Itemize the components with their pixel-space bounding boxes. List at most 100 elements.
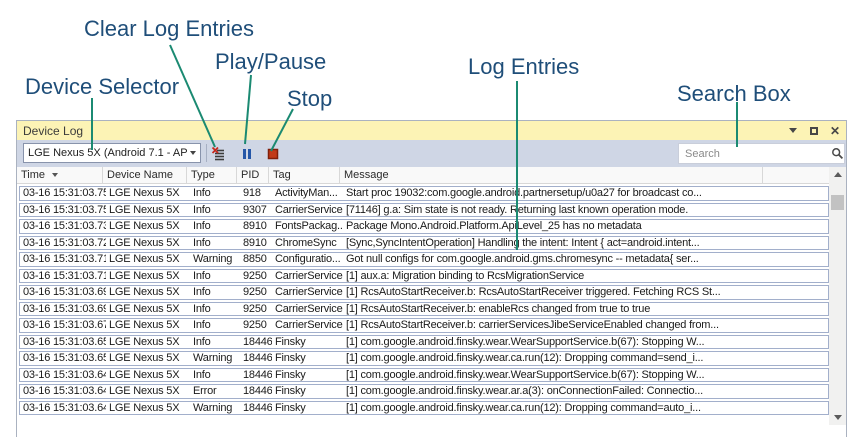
cell-device: LGE Nexus 5X bbox=[109, 253, 180, 266]
annotation-play-pause: Play/Pause bbox=[215, 49, 327, 74]
cell-device: LGE Nexus 5X bbox=[109, 319, 180, 332]
vertical-scrollbar[interactable] bbox=[829, 167, 846, 425]
column-header-tag[interactable]: Tag bbox=[269, 167, 340, 183]
table-row[interactable]: 03-16 15:31:03.655 LGE Nexus 5X Warning … bbox=[19, 351, 829, 366]
scroll-down-button[interactable] bbox=[829, 410, 846, 425]
cell-pid: 9307 bbox=[243, 203, 267, 216]
cell-type: Warning bbox=[193, 352, 233, 365]
cell-tag: Finsky bbox=[275, 352, 306, 365]
cell-pid: 18446 bbox=[243, 385, 272, 398]
cell-time: 03-16 15:31:03.711 bbox=[23, 269, 106, 282]
cell-message: [1] aux.a: Migration binding to RcsMigra… bbox=[346, 269, 585, 282]
cell-time: 03-16 15:31:03.642 bbox=[23, 368, 106, 381]
cell-pid: 18446 bbox=[243, 401, 272, 414]
column-header-message[interactable]: Message bbox=[340, 167, 763, 183]
close-icon: ✕ bbox=[829, 123, 841, 138]
cell-time: 03-16 15:31:03.641 bbox=[23, 401, 106, 414]
scrollbar-thumb[interactable] bbox=[831, 195, 844, 210]
table-row[interactable]: 03-16 15:31:03.641 LGE Nexus 5X Error 18… bbox=[19, 384, 829, 399]
cell-tag: CarrierServices bbox=[275, 302, 343, 315]
table-row[interactable]: 03-16 15:31:03.693 LGE Nexus 5X Info 925… bbox=[19, 301, 829, 316]
annotation-stop: Stop bbox=[287, 86, 333, 111]
cell-time: 03-16 15:31:03.655 bbox=[23, 335, 106, 348]
cell-device: LGE Nexus 5X bbox=[109, 352, 180, 365]
clear-log-entries-button[interactable] bbox=[209, 144, 229, 163]
cell-tag: Finsky bbox=[275, 335, 306, 348]
cell-pid: 918 bbox=[243, 187, 261, 200]
maximize-icon bbox=[810, 126, 818, 135]
search-input[interactable] bbox=[679, 147, 831, 160]
cell-type: Info bbox=[193, 368, 211, 381]
cell-time: 03-16 15:31:03.674 bbox=[23, 319, 106, 332]
search-icon[interactable] bbox=[831, 147, 844, 160]
table-row[interactable]: 03-16 15:31:03.694 LGE Nexus 5X Info 925… bbox=[19, 285, 829, 300]
table-row[interactable]: 03-16 15:31:03.757 LGE Nexus 5X Info 918… bbox=[19, 186, 829, 201]
table-row[interactable]: 03-16 15:31:03.711 LGE Nexus 5X Info 925… bbox=[19, 268, 829, 283]
table-row[interactable]: 03-16 15:31:03.674 LGE Nexus 5X Info 925… bbox=[19, 318, 829, 333]
cell-device: LGE Nexus 5X bbox=[109, 236, 180, 249]
play-pause-button[interactable] bbox=[237, 144, 257, 163]
cell-message: [1] com.google.android.finsky.wear.WearS… bbox=[346, 368, 705, 381]
cell-message: [1] com.google.android.finsky.wear.ca.ru… bbox=[346, 401, 701, 414]
maximize-button[interactable] bbox=[808, 125, 820, 137]
device-selector-dropdown[interactable]: LGE Nexus 5X (Android 7.1 - API 25) bbox=[23, 143, 201, 163]
search-box bbox=[678, 143, 845, 164]
column-header-time[interactable]: Time bbox=[17, 167, 103, 183]
cell-tag: CarrierServices bbox=[275, 203, 343, 216]
cell-device: LGE Nexus 5X bbox=[109, 335, 180, 348]
cell-tag: Finsky bbox=[275, 385, 306, 398]
cell-time: 03-16 15:31:03.757 bbox=[23, 187, 106, 200]
cell-device: LGE Nexus 5X bbox=[109, 385, 180, 398]
close-button[interactable]: ✕ bbox=[829, 125, 841, 137]
cell-time: 03-16 15:31:03.693 bbox=[23, 302, 106, 315]
cell-message: [1] com.google.android.finsky.wear.ca.ru… bbox=[346, 352, 704, 365]
window-menu-button[interactable] bbox=[787, 125, 799, 137]
cell-message: [1] RcsAutoStartReceiver.b: enableRcs ch… bbox=[346, 302, 651, 315]
table-row[interactable]: 03-16 15:31:03.727 LGE Nexus 5X Info 891… bbox=[19, 235, 829, 250]
cell-device: LGE Nexus 5X bbox=[109, 401, 180, 414]
cell-time: 03-16 15:31:03.694 bbox=[23, 286, 106, 299]
stop-button[interactable] bbox=[263, 144, 283, 163]
cell-message: [1] RcsAutoStartReceiver.b: RcsAutoStart… bbox=[346, 286, 721, 299]
cell-type: Info bbox=[193, 302, 211, 315]
table-row[interactable]: 03-16 15:31:03.734 LGE Nexus 5X Info 891… bbox=[19, 219, 829, 234]
chevron-down-icon bbox=[190, 151, 196, 155]
column-header-type[interactable]: Type bbox=[187, 167, 237, 183]
table-row[interactable]: 03-16 15:31:03.642 LGE Nexus 5X Info 184… bbox=[19, 367, 829, 382]
cell-time: 03-16 15:31:03.719 bbox=[23, 253, 106, 266]
cell-pid: 18446 bbox=[243, 368, 272, 381]
column-header-device-name[interactable]: Device Name bbox=[103, 167, 187, 183]
cell-type: Info bbox=[193, 335, 211, 348]
table-row[interactable]: 03-16 15:31:03.641 LGE Nexus 5X Warning … bbox=[19, 400, 829, 415]
window-title: Device Log bbox=[23, 123, 84, 138]
device-log-window: Device Log ✕ LGE Nexus 5X (Android 7.1 -… bbox=[16, 120, 847, 438]
arrow-down-icon bbox=[833, 415, 842, 420]
table-row[interactable]: 03-16 15:31:03.719 LGE Nexus 5X Warning … bbox=[19, 252, 829, 267]
cell-device: LGE Nexus 5X bbox=[109, 302, 180, 315]
window-titlebar[interactable]: Device Log ✕ bbox=[17, 121, 846, 140]
cell-message: [1] com.google.android.finsky.wear.WearS… bbox=[346, 335, 705, 348]
cell-type: Warning bbox=[193, 253, 233, 266]
cell-pid: 8850 bbox=[243, 253, 267, 266]
cell-pid: 8910 bbox=[243, 236, 267, 249]
annotation-search-box: Search Box bbox=[677, 81, 791, 106]
scroll-up-button[interactable] bbox=[829, 167, 846, 182]
cell-device: LGE Nexus 5X bbox=[109, 269, 180, 282]
cell-type: Error bbox=[193, 385, 217, 398]
cell-message: [1] com.google.android.finsky.wear.ar.a(… bbox=[346, 385, 703, 398]
table-row[interactable]: 03-16 15:31:03.753 LGE Nexus 5X Info 930… bbox=[19, 202, 829, 217]
column-header-pid[interactable]: PID bbox=[237, 167, 269, 183]
chevron-down-icon bbox=[789, 128, 797, 133]
stop-icon bbox=[267, 148, 279, 159]
cell-time: 03-16 15:31:03.734 bbox=[23, 220, 106, 233]
cell-pid: 9250 bbox=[243, 302, 267, 315]
cell-type: Info bbox=[193, 236, 211, 249]
cell-device: LGE Nexus 5X bbox=[109, 203, 180, 216]
cell-device: LGE Nexus 5X bbox=[109, 187, 180, 200]
table-row[interactable]: 03-16 15:31:03.655 LGE Nexus 5X Info 184… bbox=[19, 334, 829, 349]
cell-tag: CarrierServices bbox=[275, 269, 343, 282]
cell-time: 03-16 15:31:03.727 bbox=[23, 236, 106, 249]
cell-tag: FontsPackag... bbox=[275, 220, 343, 233]
annotation-clear-log-entries: Clear Log Entries bbox=[84, 16, 254, 41]
cell-device: LGE Nexus 5X bbox=[109, 368, 180, 381]
